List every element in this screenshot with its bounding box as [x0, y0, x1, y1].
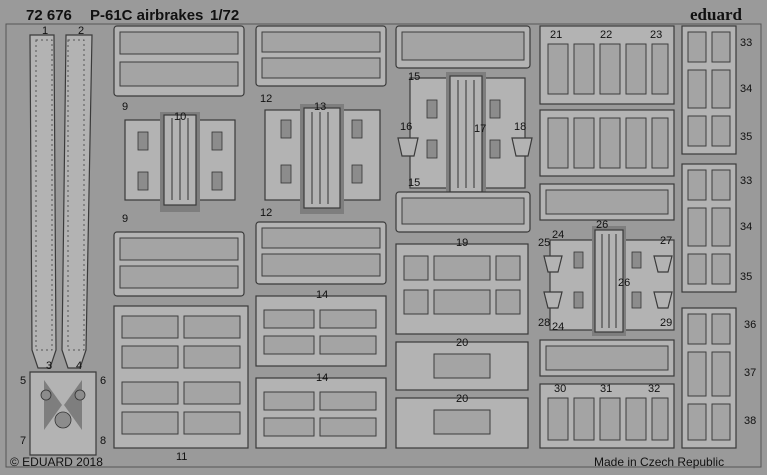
airbrake-panel-top-center [255, 25, 387, 87]
part-number-17: 17 [474, 123, 486, 135]
part-number-37: 37 [744, 367, 756, 379]
part-number-3: 3 [46, 360, 52, 372]
airbrake-panel-mid-left [113, 231, 245, 297]
copyright-text: © EDUARD 2018 [10, 455, 103, 469]
part-number-4: 4 [76, 360, 82, 372]
parts-36-38-panel [681, 307, 737, 449]
part-number-15a: 15 [408, 71, 420, 83]
part-number-25: 25 [538, 237, 550, 249]
part-number-8: 8 [100, 435, 106, 447]
product-scale: 1/72 [210, 7, 239, 24]
part-number-14a: 14 [316, 289, 328, 301]
part-number-19: 19 [456, 237, 468, 249]
parts-33-35-panel-upper [681, 25, 737, 155]
airbrake-panel-right-low [539, 339, 675, 377]
airbrake-panel-top-left [113, 25, 245, 97]
part-number-34a: 34 [740, 83, 752, 95]
airbrake-panel-right-top [539, 109, 675, 177]
part-2-strip [61, 34, 93, 369]
part-number-16: 16 [400, 121, 412, 133]
airbrake-panel-top-right-center [395, 25, 531, 69]
part-number-13: 13 [314, 101, 326, 113]
brand-logo: eduard [690, 5, 743, 24]
part-10-bracket-assembly [124, 112, 236, 212]
part-number-34b: 34 [740, 221, 752, 233]
part-number-1: 1 [42, 25, 48, 37]
part-number-33b: 33 [740, 175, 752, 187]
part-1-strip [29, 34, 57, 369]
part-19-panel [395, 243, 529, 335]
part-number-12a: 12 [260, 93, 272, 105]
part-14-panel-lower [255, 377, 387, 449]
parts-33-35-panel-lower [681, 163, 737, 293]
part-number-31: 31 [600, 383, 612, 395]
origin-text: Made in Czech Republic [594, 455, 724, 469]
part-number-26a: 26 [596, 219, 608, 231]
product-code: 72 676 [26, 7, 72, 24]
parts-30-32-panel [539, 383, 675, 449]
part-number-35b: 35 [740, 271, 752, 283]
part-number-28: 28 [538, 317, 550, 329]
part-11-panel [113, 305, 249, 449]
part-number-22: 22 [600, 29, 612, 41]
part-number-35a: 35 [740, 131, 752, 143]
part-number-29: 29 [660, 317, 672, 329]
airbrake-panel-mid-right-center [395, 191, 531, 233]
part-number-38: 38 [744, 415, 756, 427]
parts-21-23-panel [539, 25, 675, 105]
part-number-2: 2 [78, 25, 84, 37]
part-26-bracket-assembly [543, 226, 675, 336]
part-number-23: 23 [650, 29, 662, 41]
part-14-panel-upper [255, 295, 387, 367]
part-number-20b: 20 [456, 393, 468, 405]
part-number-10: 10 [174, 111, 186, 123]
part-number-30: 30 [554, 383, 566, 395]
part-number-26b: 26 [618, 277, 630, 289]
part-13-bracket-assembly [264, 104, 381, 214]
part-number-12b: 12 [260, 207, 272, 219]
part-number-21: 21 [550, 29, 562, 41]
part-number-32: 32 [648, 383, 660, 395]
part-number-33a: 33 [740, 37, 752, 49]
part-number-7: 7 [20, 435, 26, 447]
part-number-18: 18 [514, 121, 526, 133]
part-number-20a: 20 [456, 337, 468, 349]
part-number-11: 11 [176, 451, 187, 463]
part-number-24b: 24 [552, 321, 564, 333]
part-number-36: 36 [744, 319, 756, 331]
part-number-24a: 24 [552, 229, 564, 241]
part-number-14b: 14 [316, 372, 328, 384]
parts-3-8-fitting [29, 371, 97, 456]
product-title: P-61C airbrakes [90, 7, 203, 24]
part-number-5: 5 [20, 375, 26, 387]
part-number-9a: 9 [122, 101, 128, 113]
part-number-27: 27 [660, 235, 672, 247]
airbrake-panel-mid-center [255, 221, 387, 285]
part-number-15b: 15 [408, 177, 420, 189]
part-17-bracket-assembly [397, 72, 533, 196]
part-20-panel-upper [395, 341, 529, 391]
part-number-6: 6 [100, 375, 106, 387]
part-number-9b: 9 [122, 213, 128, 225]
part-20-panel-lower [395, 397, 529, 449]
airbrake-panel-right-mid [539, 183, 675, 221]
